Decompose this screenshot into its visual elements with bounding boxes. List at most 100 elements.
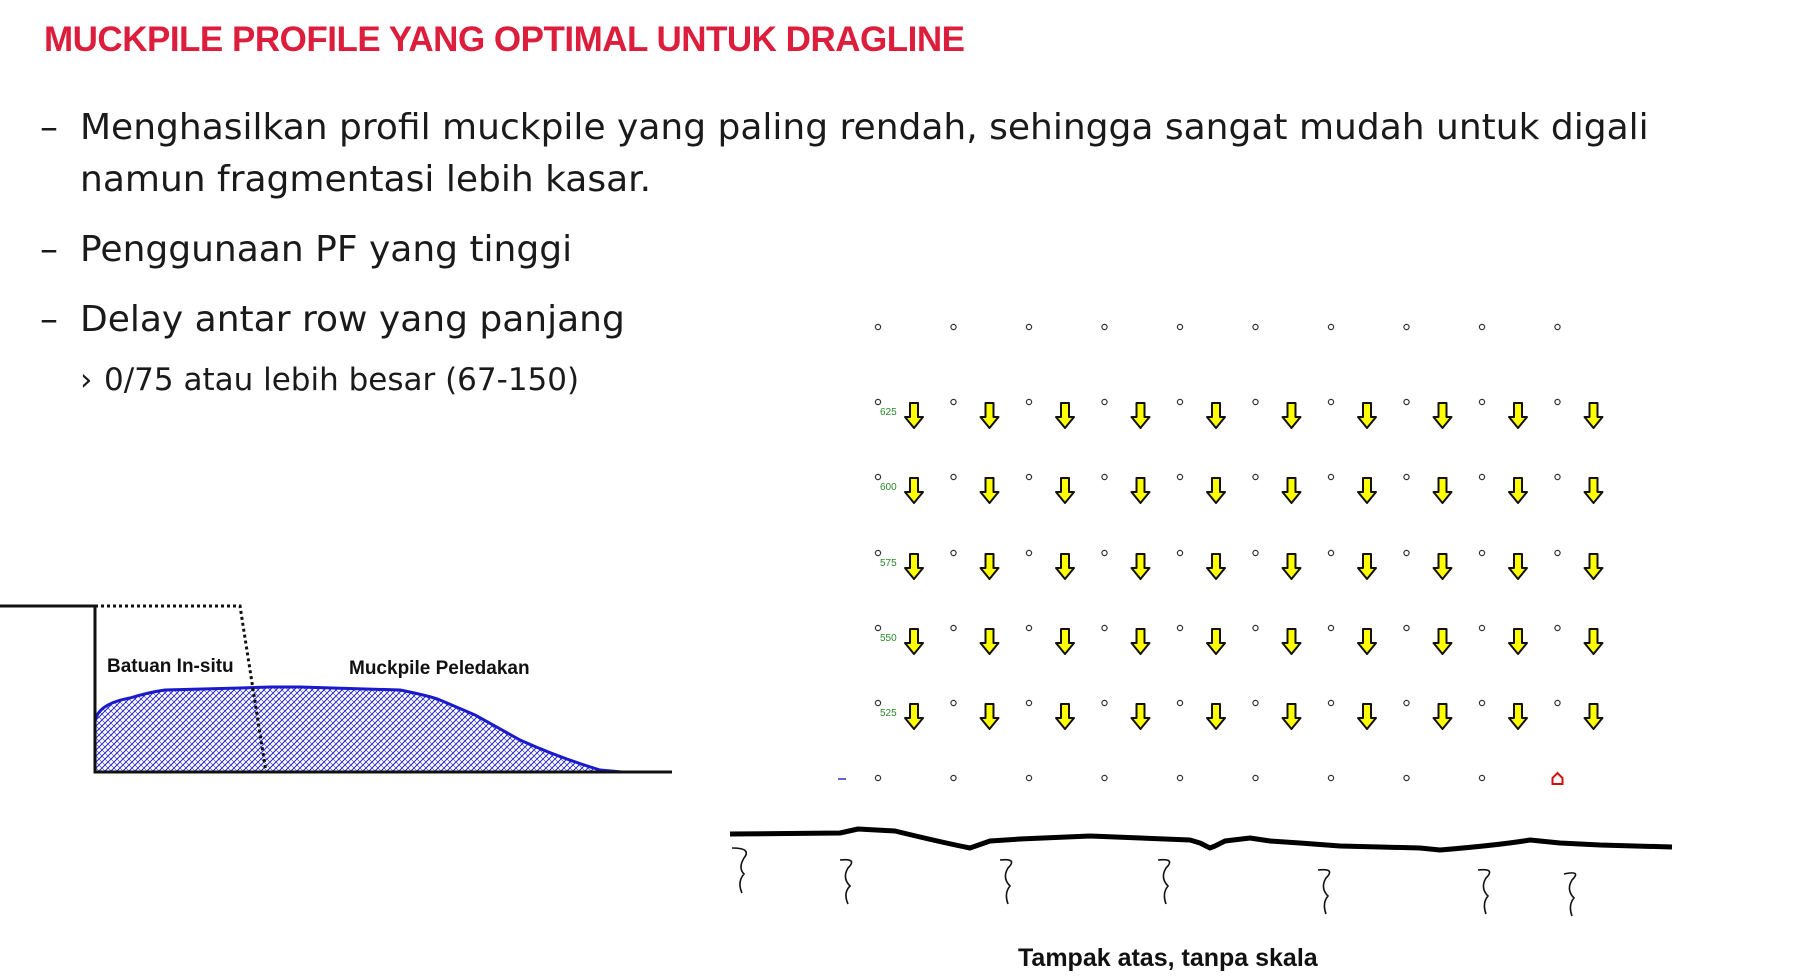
bullet-item: – Delay antar row yang panjang	[40, 294, 1780, 346]
blast-hole	[950, 774, 957, 782]
blast-hole	[1327, 398, 1335, 406]
direction-arrow-icon	[1206, 628, 1226, 655]
blast-hole	[874, 774, 882, 782]
blast-hole	[1176, 398, 1184, 406]
direction-arrow-icon	[1357, 703, 1377, 730]
blast-hole	[1025, 473, 1033, 481]
direction-arrow-icon	[1432, 402, 1453, 429]
direction-arrow-icon	[1281, 553, 1302, 580]
blast-hole	[1554, 323, 1561, 331]
label-muckpile: Muckpile Peledakan	[349, 658, 530, 679]
crest-line	[729, 826, 1673, 917]
blast-hole	[1554, 549, 1561, 557]
direction-arrow-icon	[1055, 477, 1075, 504]
blast-hole	[1025, 549, 1033, 557]
blast-hole	[1176, 774, 1184, 782]
blast-hole	[1403, 473, 1410, 481]
direction-arrow-icon	[1508, 628, 1528, 655]
direction-arrow-icon	[1130, 703, 1151, 730]
blast-hole	[1252, 323, 1259, 331]
blast-hole	[1252, 624, 1259, 632]
direction-arrow-icon	[1206, 477, 1226, 504]
direction-arrow-icon	[1130, 477, 1151, 504]
blast-hole	[1478, 549, 1486, 557]
direction-arrow-icon	[904, 628, 924, 655]
muckpile-area	[93, 685, 623, 774]
direction-arrow-icon	[1508, 477, 1528, 504]
pattern-caption: Tampak atas, tanpa skala	[1018, 944, 1319, 972]
direction-arrow-icon	[904, 402, 924, 429]
original-bench-outline	[95, 604, 268, 773]
blast-hole	[1554, 473, 1561, 481]
direction-arrow-icon	[979, 628, 1000, 655]
direction-arrow-icon	[1432, 703, 1453, 730]
blast-hole	[1478, 774, 1486, 782]
blast-hole	[1327, 549, 1335, 557]
direction-arrow-icon	[1583, 553, 1604, 580]
direction-arrow-icon	[979, 703, 1000, 730]
blast-hole	[874, 323, 882, 331]
direction-arrow-icon	[1281, 703, 1302, 730]
blast-hole	[1176, 699, 1184, 707]
blast-hole	[1478, 473, 1486, 481]
blast-hole	[1176, 624, 1184, 632]
blast-hole	[1554, 624, 1561, 632]
blast-hole	[1403, 699, 1410, 707]
direction-arrow-icon	[1583, 628, 1604, 655]
direction-arrow-icon	[1508, 553, 1528, 580]
blast-hole	[1101, 699, 1108, 707]
direction-arrow-icon	[979, 553, 1000, 580]
blast-hole	[1252, 398, 1259, 406]
blast-hole	[1101, 473, 1108, 481]
bench-face-line	[0, 604, 672, 774]
blast-hole	[1025, 323, 1033, 331]
direction-arrow-icon	[1508, 703, 1528, 730]
direction-arrow-icon	[1130, 628, 1151, 655]
sub-bullet-marker: ›	[80, 362, 93, 398]
blast-hole	[950, 699, 957, 707]
delay-label: 575	[880, 558, 897, 569]
delay-label: 600	[880, 482, 897, 493]
direction-arrow-icon	[1583, 703, 1604, 730]
blast-hole	[874, 699, 882, 707]
blast-hole	[1025, 624, 1033, 632]
direction-arrow-icon	[1055, 703, 1075, 730]
bullet-text: Menghasilkan profil muckpile yang paling…	[80, 107, 1649, 200]
blast-hole	[1478, 624, 1486, 632]
slide-title: MUCKPILE PROFILE YANG OPTIMAL UNTUK DRAG…	[44, 20, 965, 59]
blast-hole	[1176, 473, 1184, 481]
label-insitu: Batuan In-situ	[107, 656, 234, 677]
blast-hole	[950, 549, 957, 557]
direction-arrow-icon	[979, 477, 1000, 504]
direction-arrow-icon	[1281, 628, 1302, 655]
bullet-item: – Penggunaan PF yang tinggi	[40, 224, 1780, 276]
blast-hole	[1101, 398, 1108, 406]
direction-arrow-icon	[1432, 477, 1453, 504]
blast-hole	[874, 549, 882, 557]
direction-arrow-icon	[1508, 402, 1528, 429]
blast-hole	[1025, 774, 1033, 782]
direction-arrow-icon	[1357, 402, 1377, 429]
direction-arrow-icon	[904, 553, 924, 580]
direction-arrow-icon	[1583, 477, 1604, 504]
bullet-marker: –	[40, 299, 58, 340]
direction-arrow-icon	[1206, 402, 1226, 429]
direction-arrow-icon	[1055, 553, 1075, 580]
direction-arrow-icon	[904, 477, 924, 504]
direction-arrow-icon	[1432, 553, 1453, 580]
blast-hole	[1327, 774, 1335, 782]
blast-hole	[1327, 473, 1335, 481]
blast-hole	[1176, 549, 1184, 557]
blast-hole	[1327, 624, 1335, 632]
blast-hole	[1554, 699, 1561, 707]
bullet-item: – Menghasilkan profil muckpile yang pali…	[40, 102, 1780, 206]
blast-hole	[874, 624, 882, 632]
bullet-marker: –	[40, 107, 58, 148]
blast-hole	[1478, 323, 1486, 331]
direction-arrow-icon	[1357, 553, 1377, 580]
blast-hole	[1101, 774, 1108, 782]
blast-hole	[1403, 398, 1410, 406]
direction-arrow-icon	[1055, 402, 1075, 429]
